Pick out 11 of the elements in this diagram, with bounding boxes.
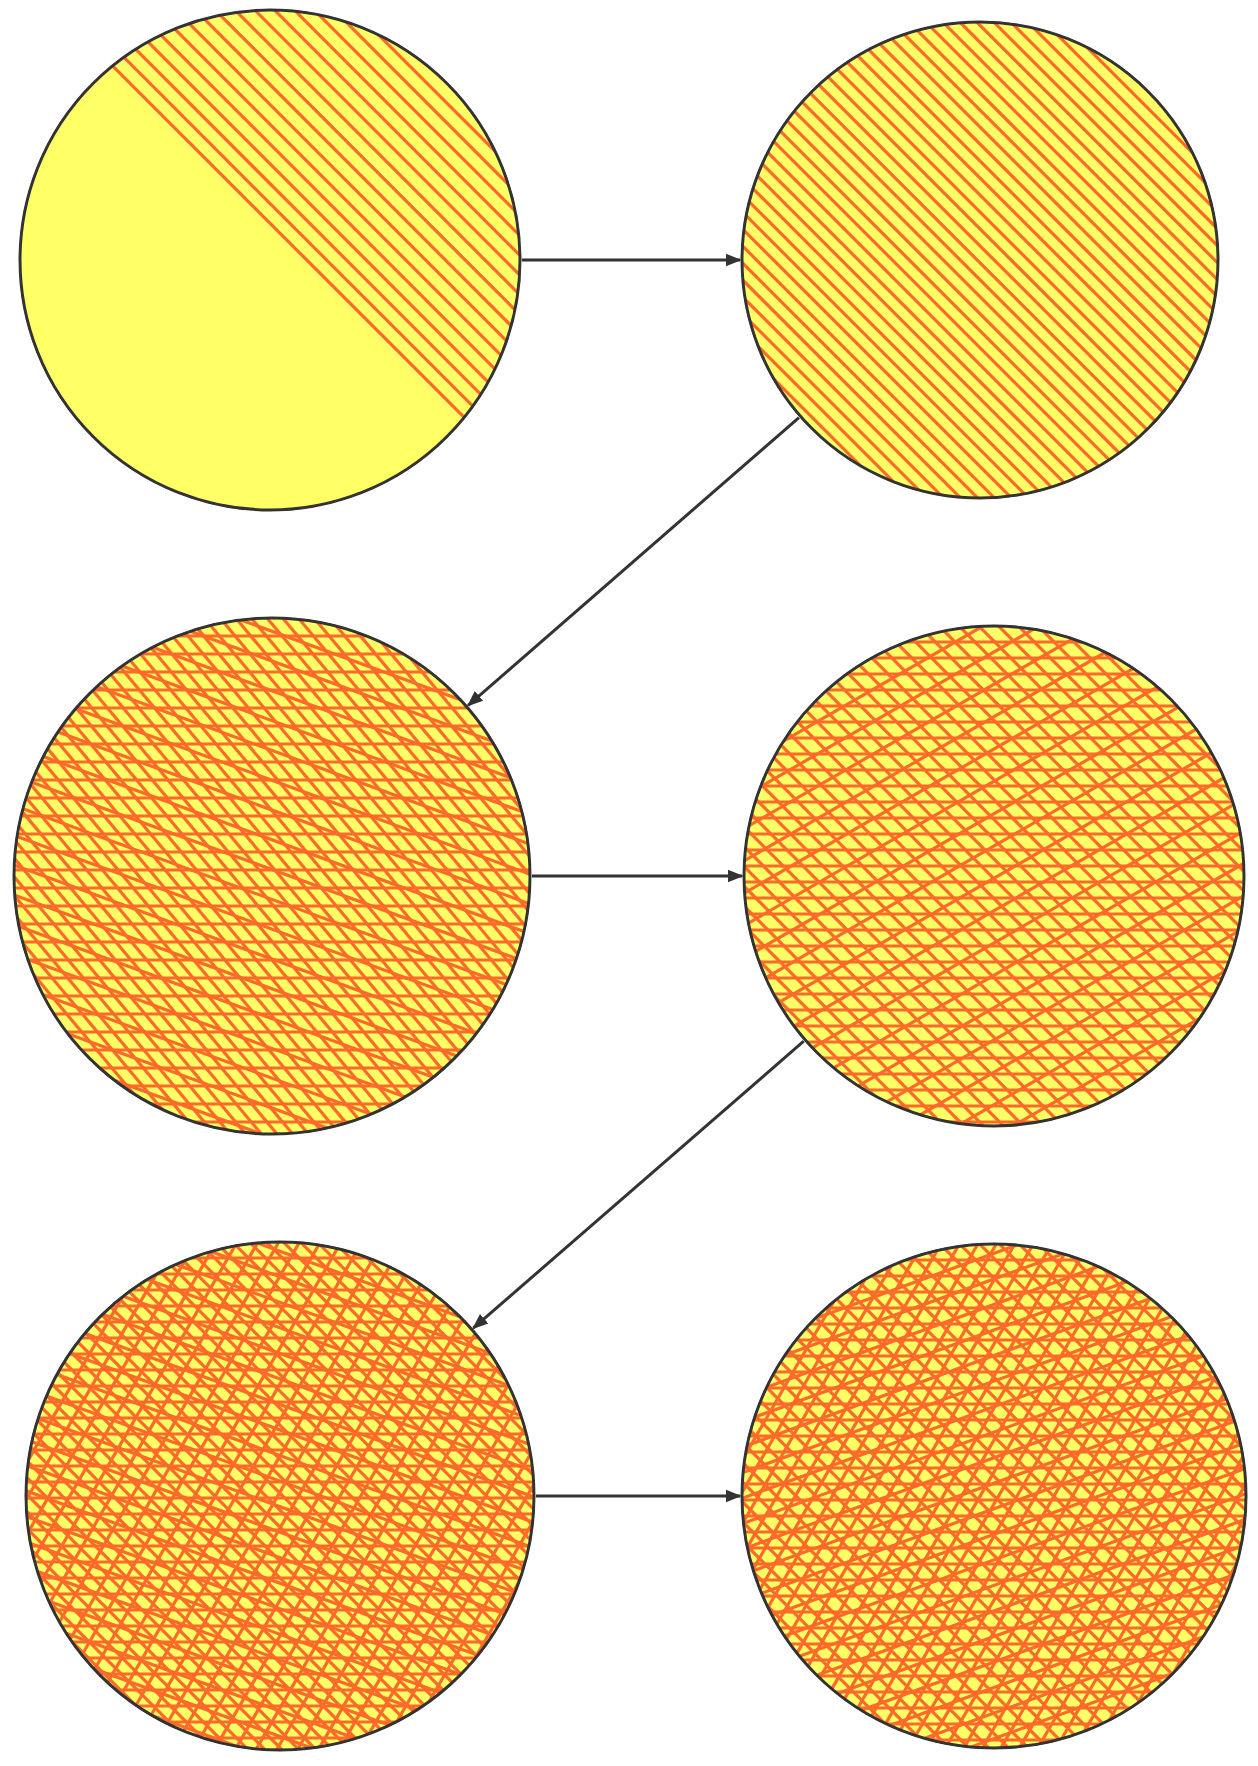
hatched-circle — [740, 1242, 1248, 1750]
hatched-circle — [742, 624, 1246, 1128]
hatched-circle — [24, 1240, 536, 1752]
arrow — [532, 869, 744, 883]
hatched-circle — [12, 616, 532, 1136]
hatched-circle — [18, 8, 522, 512]
arrow — [522, 253, 742, 267]
arrow — [536, 1489, 742, 1503]
arrow — [472, 1040, 805, 1330]
arrow — [466, 416, 800, 707]
hatched-circle — [740, 20, 1220, 500]
